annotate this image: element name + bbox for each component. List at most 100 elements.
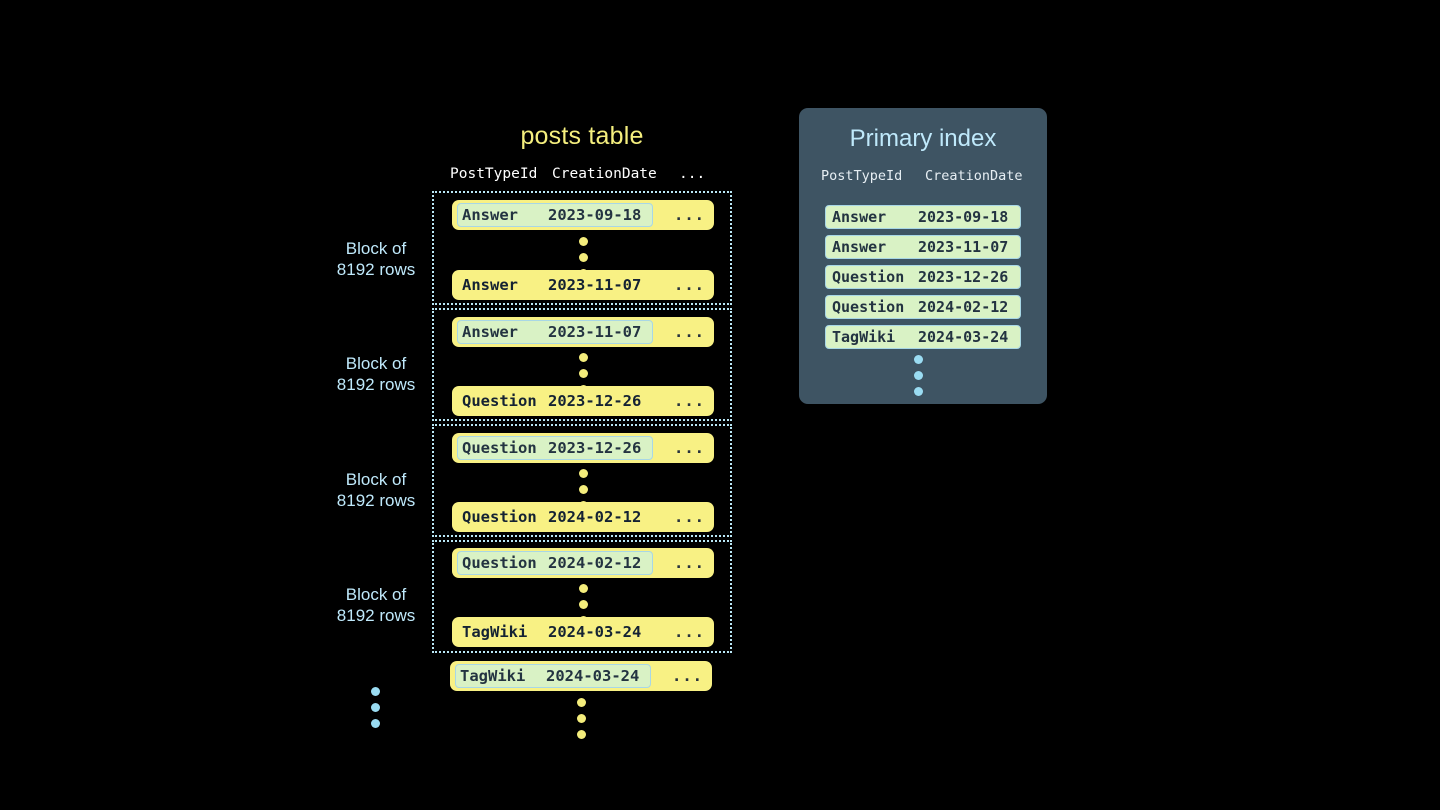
block-label-1: Block of 8192 rows: [296, 238, 456, 280]
cell-posttypeid: Answer: [462, 276, 518, 294]
index-row: Question 2024-02-12: [825, 295, 1021, 319]
primary-index-panel: Primary index PostTypeId CreationDate An…: [799, 108, 1047, 404]
cell-creationdate: 2024-02-12: [918, 298, 1009, 316]
dot: [579, 237, 588, 246]
primary-index-column-headers: PostTypeId CreationDate: [799, 168, 1047, 188]
cell-posttypeid: Answer: [462, 206, 518, 224]
column-header-ellipsis: ...: [679, 166, 706, 182]
cell-posttypeid: TagWiki: [462, 623, 528, 641]
block-label-line1: Block of: [345, 585, 407, 604]
dot: [914, 371, 923, 380]
cell-posttypeid: TagWiki: [832, 328, 896, 346]
index-row: Question 2023-12-26: [825, 265, 1021, 289]
granule-mark-highlight: [457, 436, 653, 460]
cell-creationdate: 2023-12-26: [548, 392, 642, 410]
block-label-line1: Block of: [345, 354, 407, 373]
table-row: Answer 2023-11-07 ...: [452, 270, 714, 300]
dot: [577, 714, 586, 723]
cell-ellipsis: ...: [674, 439, 705, 457]
index-continues-dots: [914, 355, 924, 396]
cell-creationdate: 2023-11-07: [548, 323, 642, 341]
cell-ellipsis: ...: [674, 554, 705, 572]
table-row: TagWiki 2024-03-24 ...: [450, 661, 712, 691]
granule-mark-highlight: [457, 320, 653, 344]
posts-table-title: posts table: [520, 122, 644, 150]
table-row: Question 2024-02-12 ...: [452, 502, 714, 532]
cell-creationdate: 2023-09-18: [918, 208, 1009, 226]
dot: [579, 353, 588, 362]
cell-posttypeid: TagWiki: [460, 667, 526, 685]
cell-posttypeid: Answer: [462, 323, 518, 341]
cell-creationdate: 2023-12-26: [548, 439, 642, 457]
block-label-3: Block of 8192 rows: [296, 469, 456, 511]
dot: [579, 584, 588, 593]
block-2: Answer 2023-11-07 ... Question 2023-12-2…: [432, 308, 732, 421]
cell-posttypeid: Question: [462, 439, 537, 457]
cell-ellipsis: ...: [674, 206, 705, 224]
dot: [577, 730, 586, 739]
table-row: Answer 2023-11-07 ...: [452, 317, 714, 347]
column-header-creationdate: CreationDate: [925, 168, 1023, 184]
block-label-4: Block of 8192 rows: [296, 584, 456, 626]
table-row: Question 2023-12-26 ...: [452, 386, 714, 416]
dot: [579, 469, 588, 478]
cell-ellipsis: ...: [674, 623, 705, 641]
cell-ellipsis: ...: [674, 276, 705, 294]
table-row: Question 2024-02-12 ...: [452, 548, 714, 578]
dot: [914, 355, 923, 364]
index-row: TagWiki 2024-03-24: [825, 325, 1021, 349]
cell-creationdate: 2023-11-07: [918, 238, 1009, 256]
dot: [577, 698, 586, 707]
block-label-2: Block of 8192 rows: [296, 353, 456, 395]
dot: [579, 485, 588, 494]
block-label-line1: Block of: [345, 239, 407, 258]
granule-mark-highlight: [457, 551, 653, 575]
cell-ellipsis: ...: [674, 508, 705, 526]
block-label-line1: Block of: [345, 470, 407, 489]
column-header-posttypeid: PostTypeId: [450, 166, 538, 182]
block-label-line2: 8192 rows: [336, 606, 416, 625]
dot: [914, 387, 923, 396]
block-label-line2: 8192 rows: [336, 260, 416, 279]
block-3: Question 2023-12-26 ... Question 2024-02…: [432, 424, 732, 537]
cell-creationdate: 2024-02-12: [548, 554, 642, 572]
cell-ellipsis: ...: [674, 392, 705, 410]
table-row: Question 2023-12-26 ...: [452, 433, 714, 463]
primary-index-title: Primary index: [849, 125, 997, 152]
cell-creationdate: 2024-03-24: [918, 328, 1009, 346]
table-row: TagWiki 2024-03-24 ...: [452, 617, 714, 647]
index-row: Answer 2023-09-18: [825, 205, 1021, 229]
dot: [579, 369, 588, 378]
table-continues-dots: [577, 698, 587, 739]
cell-creationdate: 2023-11-07: [548, 276, 642, 294]
more-blocks-dots: [371, 687, 381, 728]
cell-posttypeid: Question: [462, 392, 537, 410]
cell-posttypeid: Question: [832, 298, 905, 316]
cell-creationdate: 2024-03-24: [546, 667, 640, 685]
block-label-line2: 8192 rows: [336, 375, 416, 394]
cell-creationdate: 2023-09-18: [548, 206, 642, 224]
cell-creationdate: 2024-03-24: [548, 623, 642, 641]
cell-ellipsis: ...: [674, 323, 705, 341]
block-4: Question 2024-02-12 ... TagWiki 2024-03-…: [432, 540, 732, 653]
dot: [371, 687, 380, 696]
cell-creationdate: 2023-12-26: [918, 268, 1009, 286]
cell-posttypeid: Question: [462, 508, 537, 526]
block-label-line2: 8192 rows: [336, 491, 416, 510]
dot: [371, 703, 380, 712]
column-header-creationdate: CreationDate: [552, 166, 657, 182]
cell-posttypeid: Answer: [832, 238, 887, 256]
column-header-posttypeid: PostTypeId: [821, 168, 903, 184]
posts-table-column-headers: PostTypeId CreationDate ...: [432, 166, 732, 186]
cell-ellipsis: ...: [672, 667, 703, 685]
cell-creationdate: 2024-02-12: [548, 508, 642, 526]
granule-mark-highlight: [455, 664, 651, 688]
cell-posttypeid: Question: [832, 268, 905, 286]
cell-posttypeid: Question: [462, 554, 537, 572]
index-row: Answer 2023-11-07: [825, 235, 1021, 259]
block-1: Answer 2023-09-18 ... Answer 2023-11-07 …: [432, 191, 732, 305]
cell-posttypeid: Answer: [832, 208, 887, 226]
dot: [579, 600, 588, 609]
dot: [579, 253, 588, 262]
